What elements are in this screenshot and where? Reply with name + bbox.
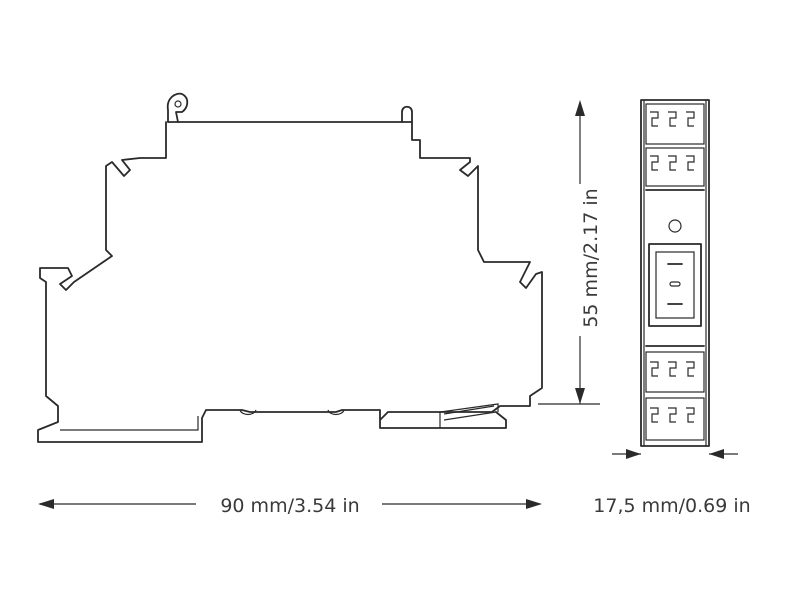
- height-dimension: 55 mm/2.17 in: [538, 100, 602, 405]
- height-arrow-top: [575, 100, 585, 116]
- width-dimension: 17,5 mm/0.69 in: [593, 449, 751, 517]
- rail-clip-spring: [443, 405, 497, 421]
- bottom-terminal-block: [645, 345, 705, 441]
- rail-foot-left: [60, 416, 199, 431]
- width-arrow-right: [709, 449, 724, 459]
- label-window-inner: [655, 251, 695, 319]
- label-mark-2: [669, 281, 681, 287]
- front-view: [640, 99, 710, 447]
- latch-hole: [174, 100, 182, 108]
- length-label: 90 mm/3.54 in: [220, 495, 359, 517]
- width-label: 17,5 mm/0.69 in: [593, 495, 750, 517]
- label-window: [648, 243, 702, 327]
- side-view: [37, 92, 543, 443]
- bottom-terminal-row-2: [645, 397, 705, 441]
- rail-clip-right: [439, 403, 499, 428]
- width-arrow-left: [626, 449, 641, 459]
- rail-notch-1: [239, 409, 257, 416]
- front-view-outline: [640, 99, 710, 447]
- bottom-terminal-row-1: [645, 351, 705, 393]
- length-dimension: 90 mm/3.54 in: [38, 495, 542, 517]
- top-terminal-row-1: [645, 103, 705, 145]
- top-terminal-slots: [650, 111, 695, 171]
- top-latch-hook: [166, 92, 189, 123]
- height-label: 55 mm/2.17 in: [580, 188, 602, 327]
- rail-notch-2: [327, 409, 345, 416]
- top-terminal-row-2: [645, 147, 705, 187]
- top-pin: [401, 105, 413, 123]
- length-arrow-left: [38, 499, 54, 509]
- length-arrow-right: [526, 499, 542, 509]
- bottom-terminal-slots: [650, 361, 695, 423]
- side-view-outline: [37, 121, 543, 443]
- top-terminal-block: [645, 103, 705, 191]
- height-arrow-bottom: [575, 388, 585, 404]
- led-indicator: [668, 219, 682, 233]
